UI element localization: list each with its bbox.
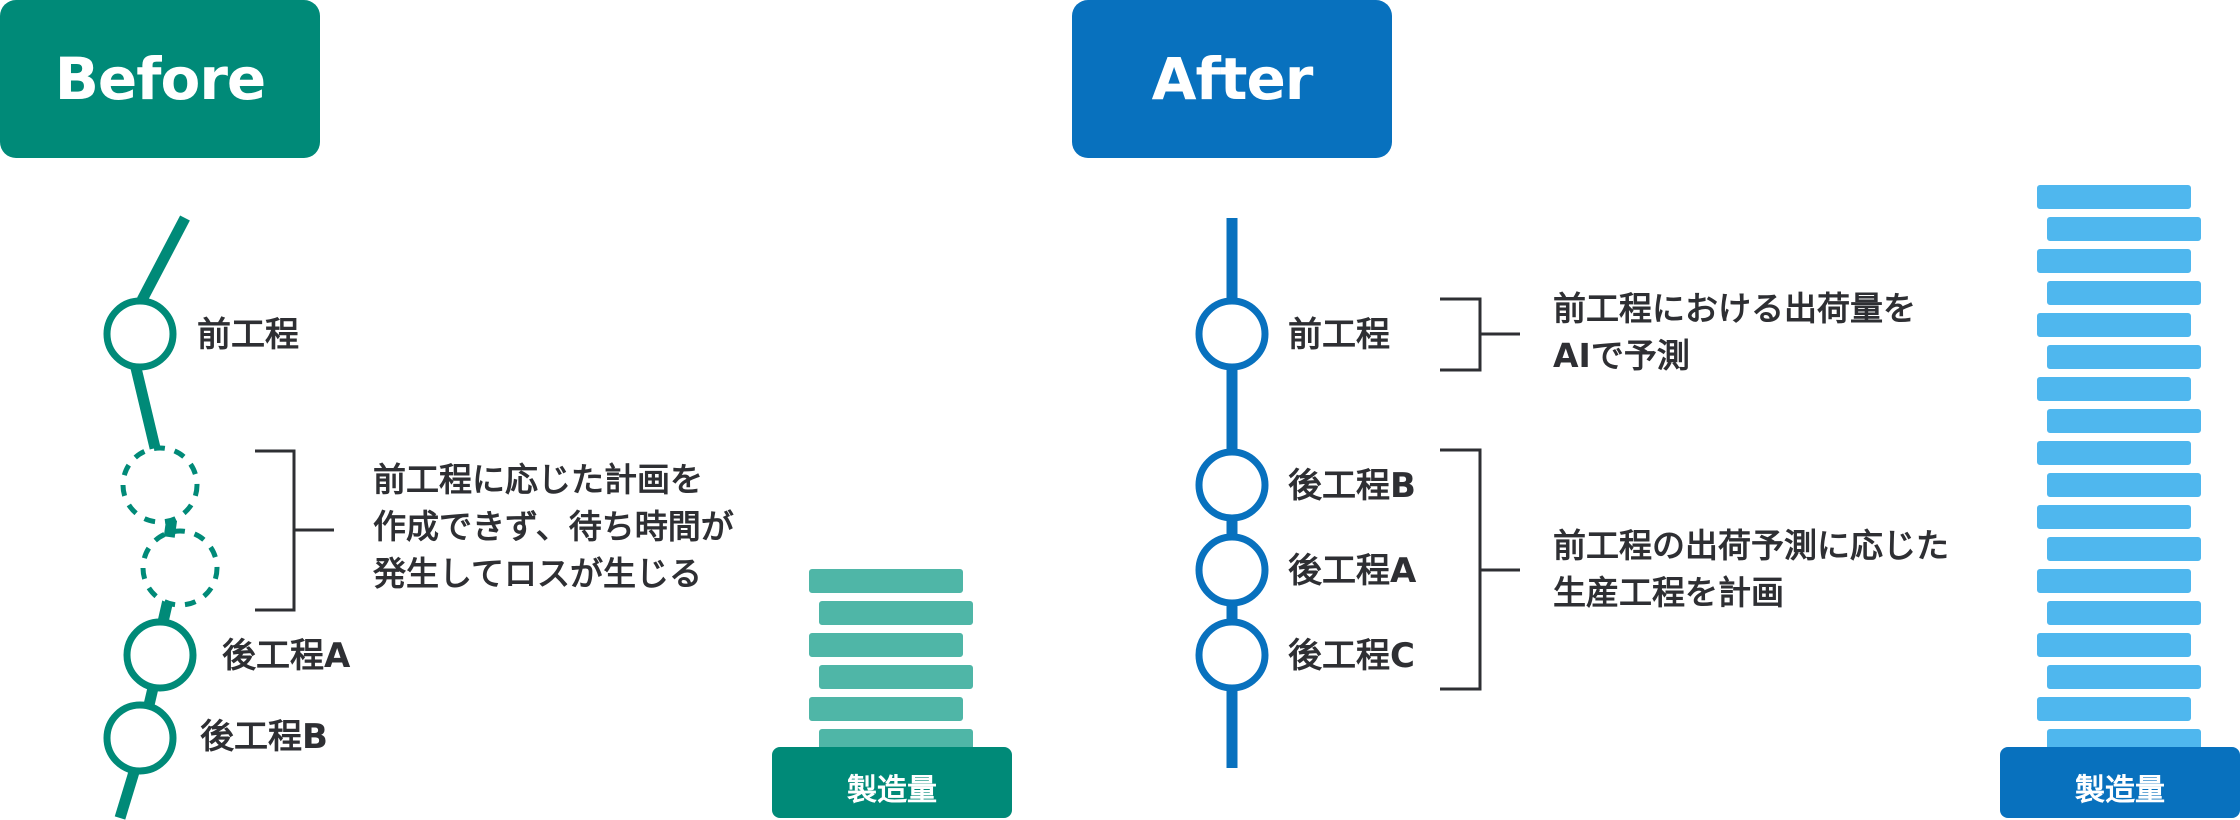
before-step-label-2: 後工程A (222, 636, 351, 676)
after-stack-plate (2035, 247, 2193, 275)
after-step-circle-3 (1195, 533, 1269, 607)
after-step-circle-2 (1195, 448, 1269, 522)
after-base-label: 製造量 (2075, 772, 2165, 808)
before-production-base: 製造量 (772, 747, 1012, 818)
after-stack-plate (2035, 631, 2193, 659)
after-bracket-2 (1440, 448, 1520, 691)
before-step-circle-1 (103, 297, 177, 371)
after-stack-plate (2035, 503, 2193, 531)
before-stack-plate (817, 599, 975, 627)
before-step-label-3: 後工程B (200, 717, 328, 757)
before-flow-line (114, 215, 190, 820)
before-step-circle-2 (123, 618, 197, 692)
after-note-1: 前工程における出荷量を AIで予測 (1553, 289, 1916, 375)
before-stack-plate (807, 695, 965, 723)
after-stack-plate (2045, 535, 2203, 563)
after-note-2: 前工程の出荷予測に応じた 生産工程を計画 (1553, 526, 1949, 612)
after-stack-plate (2045, 215, 2203, 243)
after-stack-plate (2035, 567, 2193, 595)
after-stack-plate (2045, 599, 2203, 627)
after-bracket-1 (1440, 297, 1520, 372)
after-step-label-2: 後工程B (1288, 466, 1416, 506)
after-stack-plate (2045, 471, 2203, 499)
before-tag: Before (0, 0, 320, 158)
before-missing-step-circle-1 (120, 445, 200, 525)
before-production-stack (807, 567, 975, 755)
after-stack-plate (2035, 375, 2193, 403)
before-stack-plate (807, 631, 965, 659)
before-step-circle-3 (103, 701, 177, 775)
after-step-circle-4 (1195, 618, 1269, 692)
after-tag: After (1072, 0, 1392, 158)
before-note: 前工程に応じた計画を 作成できず、待ち時間が 発生してロスが生じる (373, 460, 734, 593)
after-step-label-3: 後工程A (1288, 551, 1417, 591)
before-step-label-1: 前工程 (197, 315, 299, 355)
before-base-label: 製造量 (847, 772, 937, 808)
before-stack-plate (817, 663, 975, 691)
after-production-stack (2035, 183, 2203, 755)
before-stack-plate (807, 567, 965, 595)
after-stack-plate (2045, 343, 2203, 371)
after-stack-plate (2035, 695, 2193, 723)
after-stack-plate (2035, 183, 2193, 211)
before-bracket (255, 449, 334, 612)
after-step-label-4: 後工程C (1288, 636, 1415, 676)
after-stack-plate (2045, 663, 2203, 691)
after-stack-plate (2035, 439, 2193, 467)
after-stack-plate (2045, 407, 2203, 435)
after-step-label-1: 前工程 (1288, 315, 1390, 355)
after-stack-plate (2035, 311, 2193, 339)
after-step-circle-1 (1195, 297, 1269, 371)
before-missing-step-circle-2 (140, 528, 220, 608)
after-production-base: 製造量 (2000, 747, 2240, 818)
after-stack-plate (2045, 279, 2203, 307)
